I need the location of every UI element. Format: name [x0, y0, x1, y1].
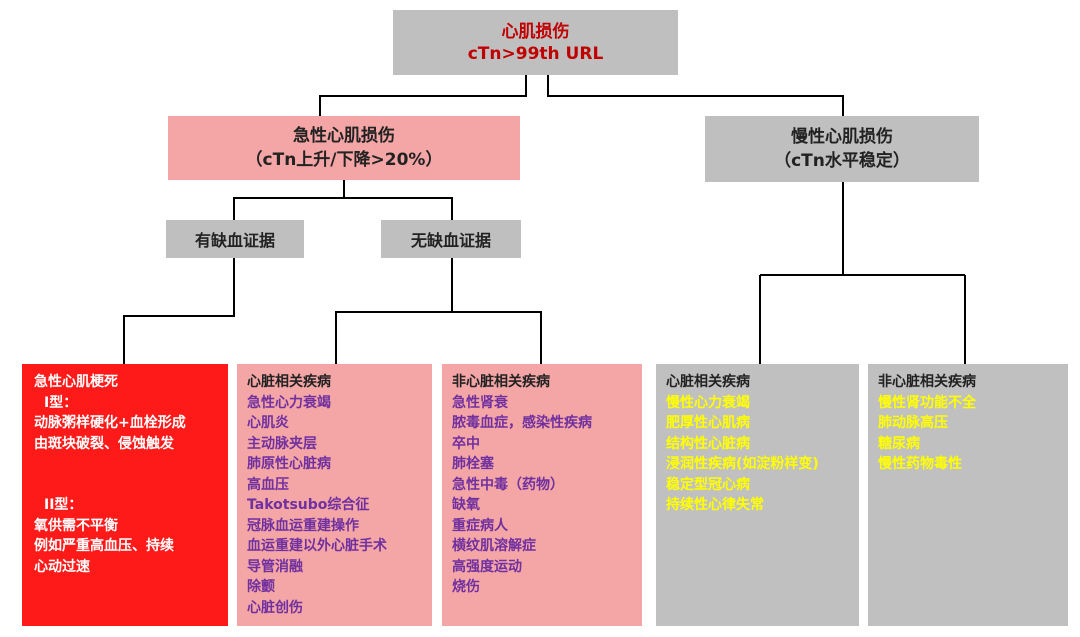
list-item: 慢性肾功能不全 [878, 394, 976, 411]
acute-injury-node: 急性心肌损伤 （cTn上升/下降>20%） [168, 116, 520, 180]
list-item: 冠脉血运重建操作 [247, 517, 359, 534]
root-node-myocardial-injury: 心肌损伤 cTn>99th URL [393, 10, 678, 75]
acute-cardiac-list: 急性心力衰竭心肌炎主动脉夹层肺原性心脏病高血压 Takotsubo综合征冠脉血运重… [247, 393, 432, 619]
list-item: 肥厚性心肌病 [666, 415, 750, 431]
no-ischemia-evidence-label: 无缺血证据 [410, 231, 491, 250]
list-item: 稳定型冠心病 [666, 476, 750, 493]
list-item: 急性肾衰 [452, 394, 508, 411]
acute-mi-box: 急性心肌梗死 I型： 动脉粥样硬化+血栓形成 由斑块破裂、侵蚀触发 II型： 氧… [22, 364, 228, 626]
list-item: 心肌炎 [247, 415, 289, 431]
acute-noncardiac-causes-box: 非心脏相关疾病 急性肾衰脓毒血症，感染性疾病卒中肺栓塞急性中毒（药物） 缺氧重症病… [442, 364, 642, 626]
ami-type1-line: 动脉粥样硬化+血栓形成 [34, 415, 186, 431]
chronic-cardiac-title: 心脏相关疾病 [666, 374, 750, 390]
ami-title: 急性心肌梗死 [34, 374, 118, 390]
chronic-cardiac-causes-box: 心脏相关疾病 慢性心力衰竭肥厚性心肌病结构性心脏病浸润性疾病(如淀粉样变) 稳定型… [656, 364, 859, 626]
root-title: 心肌损伤 [501, 21, 570, 42]
list-item: 缺氧 [452, 497, 480, 513]
chronic-cardiac-list: 慢性心力衰竭肥厚性心肌病结构性心脏病浸润性疾病(如淀粉样变) 稳定型冠心病持续性心… [666, 393, 859, 516]
acute-noncardiac-list: 急性肾衰脓毒血症，感染性疾病卒中肺栓塞急性中毒（药物） 缺氧重症病人横纹肌溶解症高… [452, 393, 642, 598]
ami-type1-line: 由斑块破裂、侵蚀触发 [34, 435, 174, 452]
list-item: 持续性心律失常 [666, 497, 764, 513]
chronic-noncardiac-list: 慢性肾功能不全肺动脉高压糖尿病慢性药物毒性 [878, 393, 1068, 475]
list-item: 浸润性疾病(如淀粉样变) [666, 456, 819, 472]
list-item: 脓毒血症，感染性疾病 [452, 415, 592, 431]
ami-type2-line: 例如严重高血压、持续 [34, 538, 174, 554]
list-item: 横纹肌溶解症 [452, 538, 536, 554]
list-item: Takotsubo综合征 [247, 497, 370, 513]
list-item: 慢性药物毒性 [878, 456, 962, 472]
root-criteria: cTn>99th URL [467, 43, 604, 64]
chronic-noncardiac-title: 非心脏相关疾病 [878, 374, 976, 390]
list-item: 导管消融 [247, 558, 303, 575]
list-item: 糖尿病 [878, 435, 920, 452]
list-item: 结构性心脏病 [666, 435, 750, 452]
acute-cardiac-title: 心脏相关疾病 [247, 374, 331, 390]
no-ischemia-evidence-node: 无缺血证据 [381, 220, 521, 258]
chronic-criteria: （cTn水平稳定） [774, 151, 910, 171]
acute-cardiac-causes-box: 心脏相关疾病 急性心力衰竭心肌炎主动脉夹层肺原性心脏病高血压 Takotsubo综… [237, 364, 432, 626]
ami-type2-label: II型： [44, 497, 83, 513]
list-item: 肺动脉高压 [878, 415, 948, 431]
list-item: 慢性心力衰竭 [666, 394, 750, 411]
acute-criteria: （cTn上升/下降>20%） [245, 150, 443, 170]
ami-type1-label: I型： [44, 394, 78, 411]
list-item: 血运重建以外心脏手术 [247, 538, 387, 554]
list-item: 除颤 [247, 579, 275, 595]
list-item: 高血压 [247, 476, 289, 493]
list-item: 卒中 [452, 435, 480, 452]
chronic-noncardiac-causes-box: 非心脏相关疾病 慢性肾功能不全肺动脉高压糖尿病慢性药物毒性 [868, 364, 1068, 626]
list-item: 急性中毒（药物） [452, 476, 564, 493]
ami-type2-line: 心动过速 [34, 558, 90, 575]
list-item: 高强度运动 [452, 558, 522, 575]
ischemia-evidence-label: 有缺血证据 [194, 231, 275, 250]
list-item: 主动脉夹层 [247, 435, 317, 452]
chronic-injury-node: 慢性心肌损伤 （cTn水平稳定） [705, 116, 979, 182]
ischemia-evidence-node: 有缺血证据 [166, 220, 304, 258]
ami-type2-line: 氧供需不平衡 [34, 517, 118, 534]
list-item: 烧伤 [452, 579, 480, 595]
list-item: 重症病人 [452, 517, 508, 534]
list-item: 肺原性心脏病 [247, 456, 331, 472]
acute-noncardiac-title: 非心脏相关疾病 [452, 374, 550, 390]
list-item: 肺栓塞 [452, 456, 494, 472]
chronic-title: 慢性心肌损伤 [791, 127, 893, 147]
acute-title: 急性心肌损伤 [293, 126, 395, 146]
list-item: 心脏创伤 [247, 599, 303, 616]
list-item: 急性心力衰竭 [247, 394, 331, 411]
